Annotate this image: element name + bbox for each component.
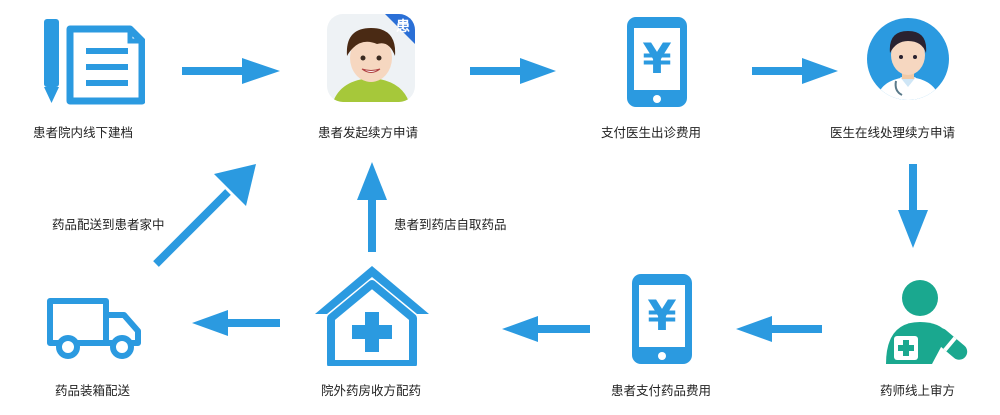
- pharmacy-house-icon: [315, 266, 429, 366]
- pay-drug-label: 患者支付药品费用: [611, 383, 712, 398]
- apply-label: 患者发起续方申请: [318, 125, 419, 140]
- pharmacist-icon: [886, 280, 968, 364]
- self-pickup-label: 患者到药店自取药品: [394, 217, 507, 232]
- pay-visit-label: 支付医生出诊费用: [601, 125, 702, 140]
- ship-label: 药品装箱配送: [55, 383, 131, 398]
- doctor-label: 医生在线处理续方申请: [830, 125, 956, 140]
- pharmacist-label: 药师线上审方: [880, 383, 956, 398]
- doctor-node: [866, 17, 950, 101]
- yuan-symbol: ¥: [642, 34, 672, 83]
- arrow-up: [357, 162, 387, 252]
- phone-yuan-icon: [627, 17, 687, 107]
- pharmacy-label: 院外药房收方配药: [321, 383, 422, 398]
- phone-yuan-icon: [632, 274, 692, 364]
- arrow-down: [898, 164, 928, 248]
- home-delivery-label: 药品配送到患者家中: [52, 217, 165, 232]
- arrow-diagonal: [153, 164, 256, 267]
- delivery-truck-icon: [47, 298, 141, 359]
- document-pen-icon: [44, 19, 145, 105]
- pharmacist-node: [880, 278, 970, 366]
- arrow-left-3: [192, 310, 280, 336]
- arrow-left-2: [502, 316, 590, 342]
- pharmacy-node: [313, 264, 431, 366]
- arrow-left-1: [736, 316, 822, 342]
- arrow-right-1: [182, 58, 280, 84]
- record-label: 患者院内线下建档: [33, 125, 134, 140]
- apply-node: 患: [327, 14, 415, 102]
- arrow-right-3: [752, 58, 838, 84]
- patient-avatar-icon: [327, 14, 415, 102]
- patient-badge: 患: [396, 19, 410, 35]
- arrow-right-2: [470, 58, 556, 84]
- doctor-avatar-icon: [867, 18, 949, 100]
- ship-node: [46, 297, 142, 359]
- pay-drug-node: ¥: [630, 272, 694, 366]
- pay-visit-node: ¥: [625, 15, 689, 109]
- yuan-symbol: ¥: [647, 291, 677, 340]
- record-node: [30, 15, 145, 110]
